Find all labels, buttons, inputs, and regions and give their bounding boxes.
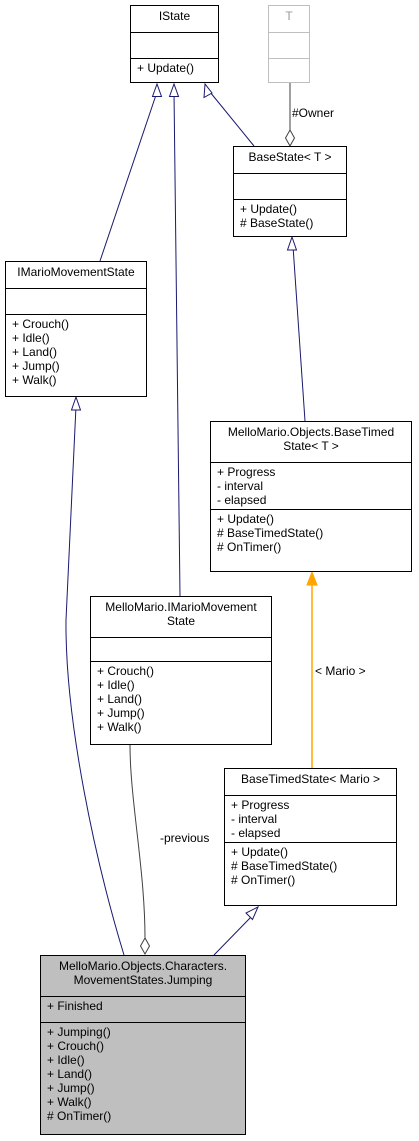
attributes-section — [131, 32, 218, 58]
inheritance-arrow — [286, 235, 298, 251]
operation: + Land() — [97, 692, 143, 706]
operations-section: + Crouch() + Idle() + Land() + Jump() + … — [91, 661, 271, 736]
class-istate[interactable]: IState + Update() — [130, 5, 219, 83]
inheritance-arrow — [245, 905, 260, 921]
attribute: + Progress — [217, 465, 276, 479]
class-title: IMarioMovementState — [17, 265, 135, 279]
class-title: MelloMario.Objects.BaseTimed State< T > — [211, 422, 411, 462]
attribute: - elapsed — [217, 493, 267, 507]
operation: + Jumping() — [47, 1025, 111, 1039]
class-title-line: MelloMario.Objects.BaseTimed — [227, 425, 395, 439]
operation: + Jump() — [12, 359, 60, 373]
operations-section: + Update() — [131, 58, 218, 77]
class-t[interactable]: T — [268, 5, 310, 83]
operation: + Land() — [47, 1067, 93, 1081]
edge-imariomovementstate-to-istate — [99, 91, 158, 262]
operation: + Crouch() — [47, 1039, 105, 1053]
edge-label-owner: #Owner — [292, 106, 335, 120]
operation: + Walk() — [97, 720, 142, 734]
edge-jumping-to-basetimedstate-mario — [213, 915, 253, 956]
operations-section: + Update() # BaseState() — [234, 199, 346, 232]
class-title: T — [285, 9, 293, 23]
class-title: MelloMario.IMarioMovement State — [91, 597, 271, 637]
edge-jumping-to-imariomovementstate — [65, 405, 125, 956]
composition-diamond — [284, 128, 296, 148]
operation: # BaseState() — [240, 216, 314, 230]
inheritance-arrow — [70, 395, 82, 411]
inheritance-arrow — [168, 82, 180, 97]
operation: + Walk() — [47, 1095, 92, 1109]
operation: + Walk() — [12, 373, 57, 387]
inheritance-arrow — [151, 82, 163, 97]
class-mellomario-imariomovementstate[interactable]: MelloMario.IMarioMovement State + Crouch… — [90, 596, 272, 745]
class-jumping[interactable]: MelloMario.Objects.Characters. MovementS… — [40, 955, 246, 1135]
operations-section: + Jumping() + Crouch() + Idle() + Land()… — [41, 1022, 245, 1125]
operations-section: + Update() # BaseTimedState() # OnTimer(… — [211, 509, 411, 556]
attributes-section — [269, 32, 309, 58]
operation: + Idle() — [12, 331, 50, 345]
class-title: MelloMario.Objects.Characters. MovementS… — [41, 956, 245, 996]
operation: + Land() — [12, 345, 58, 359]
edge-label-previous: -previous — [160, 831, 210, 845]
operation: # OnTimer() — [231, 873, 296, 887]
operation: + Crouch() — [12, 317, 70, 331]
class-imariomovementstate[interactable]: IMarioMovementState + Crouch() + Idle() … — [5, 261, 147, 397]
edge-previous-composition — [129, 744, 146, 939]
operations-section — [269, 58, 309, 82]
attributes-section — [91, 637, 271, 661]
operation: # BaseTimedState() — [217, 526, 324, 540]
operation: # BaseTimedState() — [231, 859, 338, 873]
operation: + Update() — [137, 61, 195, 75]
class-title-line: State — [166, 614, 196, 628]
attribute: - interval — [217, 479, 264, 493]
class-basestate[interactable]: BaseState< T > + Update() # BaseState() — [233, 146, 347, 237]
class-title: BaseState< T > — [248, 150, 332, 164]
attributes-section: + Finished — [41, 996, 245, 1022]
operation: + Update() — [240, 202, 298, 216]
edge-basetimedstate-t-to-basestate — [292, 245, 306, 422]
attribute: - elapsed — [231, 826, 281, 840]
edge-label-template-arg: < Mario > — [315, 664, 366, 678]
class-title-line: MovementStates.Jumping — [73, 973, 213, 987]
operations-section: + Crouch() + Idle() + Land() + Jump() + … — [6, 314, 146, 389]
edge-mellomario-imms-to-istate — [173, 91, 181, 597]
attributes-section — [234, 173, 346, 199]
attribute: + Finished — [47, 999, 103, 1013]
operation: + Jump() — [47, 1081, 95, 1095]
operation: + Idle() — [47, 1053, 85, 1067]
class-basetimedstate-t[interactable]: MelloMario.Objects.BaseTimed State< T > … — [210, 421, 412, 572]
class-title-line: MelloMario.IMarioMovement — [105, 600, 257, 614]
class-title-line: MelloMario.Objects.Characters. — [58, 959, 228, 973]
operation: + Update() — [217, 512, 275, 526]
operation: + Crouch() — [97, 664, 155, 678]
class-title-line: State< T > — [283, 439, 339, 453]
operations-section: + Update() # BaseTimedState() # OnTimer(… — [225, 842, 396, 889]
edge-basestate-to-istate — [209, 91, 255, 147]
attribute: - interval — [231, 812, 278, 826]
attributes-section — [6, 288, 146, 314]
composition-diamond — [139, 936, 151, 956]
template-arrow — [306, 570, 318, 586]
class-title: IState — [158, 9, 191, 23]
operation: # OnTimer() — [217, 540, 282, 554]
operation: + Jump() — [97, 706, 145, 720]
operation: + Update() — [231, 845, 289, 859]
class-title: BaseTimedState< Mario > — [241, 772, 380, 786]
inheritance-arrow — [203, 82, 213, 99]
operation: + Idle() — [97, 678, 135, 692]
attributes-section: + Progress - interval - elapsed — [211, 462, 411, 509]
class-basetimedstate-mario[interactable]: BaseTimedState< Mario > + Progress - int… — [224, 768, 397, 906]
attributes-section: + Progress - interval - elapsed — [225, 795, 396, 842]
operation: # OnTimer() — [47, 1109, 112, 1123]
attribute: + Progress — [231, 798, 290, 812]
